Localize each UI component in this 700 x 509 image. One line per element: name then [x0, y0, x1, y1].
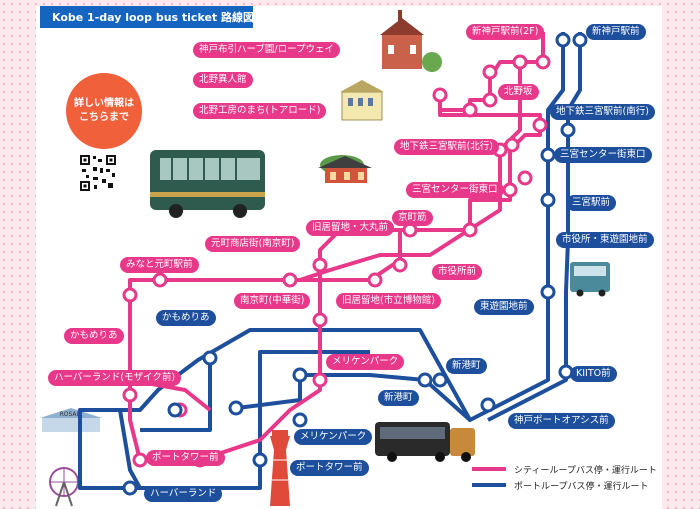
port-stop-shinko-cho[interactable]: 新港町: [446, 358, 487, 374]
port-stop-sannomiya-station[interactable]: 三宮駅前: [566, 195, 617, 211]
port-stop-shin-kobe[interactable]: 新神戸駅前: [586, 24, 646, 40]
port-stop-kamomeria[interactable]: かもめりあ: [156, 310, 216, 326]
city-stop-marker[interactable]: [482, 64, 498, 80]
port-stop-port-oasis[interactable]: 神戸ポートオアシス前: [508, 413, 615, 429]
city-stop-kitano-kobo[interactable]: 北野工房のまち(トアロード): [193, 103, 327, 119]
port-stop-marker[interactable]: [228, 400, 244, 416]
city-stop-marker[interactable]: [462, 102, 478, 118]
port-stop-port-tower[interactable]: ポートタワー前: [290, 460, 369, 476]
city-stop-marker[interactable]: [367, 272, 383, 288]
city-stop-marker[interactable]: [122, 287, 138, 303]
port-stop-marker[interactable]: [292, 412, 308, 428]
city-stop-kyoryuchi-museum[interactable]: 旧居留地(市立博物館): [336, 293, 441, 309]
city-stop-sannomiya-subway-north[interactable]: 地下鉄三宮駅前(北行): [394, 139, 499, 155]
qr-code[interactable]: [78, 153, 118, 193]
city-stop-marker[interactable]: [504, 137, 520, 153]
port-stop-marker[interactable]: [292, 367, 308, 383]
port-stop-higashi-yuenchi[interactable]: 東遊園地前: [474, 299, 534, 315]
port-stop-harborland[interactable]: ハーバーランド: [144, 486, 223, 502]
port-stop-marker[interactable]: [480, 397, 496, 413]
city-stop-marker[interactable]: [392, 257, 408, 273]
city-stop-marker[interactable]: [132, 452, 148, 468]
port-tower-illustration: [270, 430, 290, 506]
port-stop-marker[interactable]: [540, 192, 556, 208]
city-stop-marker[interactable]: [462, 222, 478, 238]
city-stop-marker[interactable]: [532, 117, 548, 133]
city-stop-nankinmachi[interactable]: 南京町(中華街): [234, 293, 311, 309]
port-stop-meriken-park[interactable]: メリケンパーク: [294, 429, 373, 445]
city-stop-marker[interactable]: [535, 54, 551, 70]
port-stop-marker[interactable]: [167, 402, 183, 418]
city-stop-marker[interactable]: [432, 87, 448, 103]
port-loop-bus-illustration: [375, 422, 475, 462]
port-stop-marker[interactable]: [572, 32, 588, 48]
ferris-wheel-illustration: [49, 467, 79, 507]
port-stop-marker[interactable]: [560, 122, 576, 138]
city-stop-sannomiya-center-gai[interactable]: 三宮センター街東口: [406, 182, 504, 198]
port-stop-marker[interactable]: [252, 452, 268, 468]
city-stop-kyomachi-suji[interactable]: 京町筋: [392, 210, 433, 226]
legend-city-label: シティーループバス停・運行ルート: [514, 466, 657, 476]
city-stop-marker[interactable]: [312, 372, 328, 388]
port-stop-marker[interactable]: [540, 147, 556, 163]
city-stop-nunobiki-herb-garden[interactable]: 神戸布引ハーブ園/ロープウェイ: [193, 42, 341, 58]
city-stop-marker[interactable]: [502, 182, 518, 198]
title-banner: [40, 6, 253, 28]
port-stop-marker[interactable]: [540, 284, 556, 300]
map-title: Kobe 1-day loop bus ticket 路線図: [52, 11, 255, 24]
port-stop-marker[interactable]: [417, 372, 433, 388]
port-stop-marker[interactable]: [555, 32, 571, 48]
port-stop-marker[interactable]: [202, 350, 218, 366]
city-stop-marker[interactable]: [312, 257, 328, 273]
city-stop-shiyakusho-mae[interactable]: 市役所前: [432, 264, 483, 280]
city-stop-harborland-mosaic[interactable]: ハーバーランド(モザイク前): [48, 370, 182, 386]
small-bus-illustration: [570, 262, 610, 297]
city-stop-marker[interactable]: [512, 54, 528, 70]
city-stop-motomachi-shotengai[interactable]: 元町商店街(南京町): [205, 236, 301, 252]
city-stop-marker[interactable]: [517, 170, 533, 186]
city-stop-kyoryuchi-daimaru[interactable]: 旧居留地・大丸前: [306, 220, 395, 236]
city-stop-kitanozaka[interactable]: 北野坂: [498, 84, 539, 100]
port-stop-shinko-cho-alt[interactable]: 新港町: [378, 390, 419, 406]
port-stop-kiito[interactable]: KIITO前: [570, 366, 617, 382]
city-stop-kamomeria[interactable]: かもめりあ: [64, 328, 124, 344]
city-stop-shin-kobe-2f[interactable]: 新神戸駅前(2F): [466, 24, 545, 40]
port-stop-marker[interactable]: [432, 372, 448, 388]
info-badge[interactable]: 詳しい情報は こちらまで: [66, 73, 142, 149]
rosaic-text: ROSAIC: [60, 411, 83, 418]
shrine-illustration: [318, 155, 372, 183]
stop-markers: [122, 32, 588, 496]
city-stop-marker[interactable]: [152, 272, 168, 288]
city-stop-port-tower[interactable]: ポートタワー前: [146, 450, 225, 466]
port-stop-shiyakusho-higashi-yuenchi[interactable]: 市役所・東遊園地前: [556, 232, 654, 248]
city-loop-bus-illustration: [150, 150, 265, 218]
western-house-illustration: [340, 80, 384, 121]
city-stop-marker[interactable]: [482, 92, 498, 108]
city-stop-kitano-ijinkan[interactable]: 北野異人館: [193, 72, 253, 88]
weathercock-house-illustration: [380, 10, 442, 72]
city-stop-marker[interactable]: [312, 312, 328, 328]
legend-port-label: ポートループバス停・運行ルート: [514, 482, 649, 492]
port-stop-sannomiya-subway-south[interactable]: 地下鉄三宮駅前(南行): [550, 104, 655, 120]
mosaic-building-illustration: ROSAIC: [40, 408, 102, 432]
city-stop-marker[interactable]: [282, 272, 298, 288]
city-stop-meriken-park[interactable]: メリケンパーク: [326, 354, 405, 370]
port-stop-sannomiya-center-gai-east[interactable]: 三宮センター街東口: [554, 147, 652, 163]
city-stop-marker[interactable]: [122, 387, 138, 403]
city-loop-route: [128, 32, 545, 462]
city-stop-minato-motomachi[interactable]: みなと元町駅前: [120, 257, 199, 273]
legend-swatches: [472, 467, 506, 487]
port-stop-marker[interactable]: [122, 480, 138, 496]
